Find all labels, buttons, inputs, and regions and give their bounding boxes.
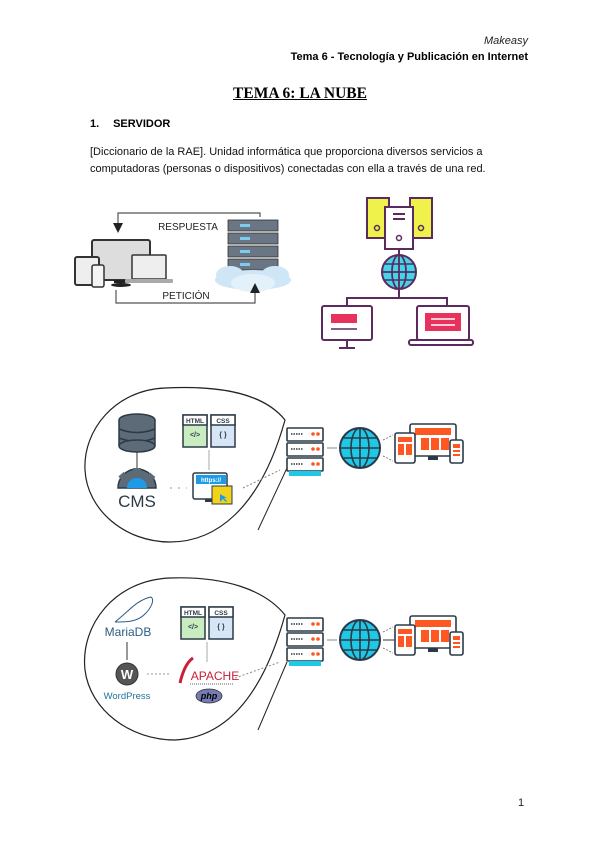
css-label: CSS (214, 610, 228, 617)
server-stack-icon (286, 427, 324, 476)
zoom-bubble (84, 386, 286, 543)
request-arrow (115, 283, 260, 304)
request-label: PETICIÓN (162, 289, 209, 302)
wordpress-stack-diagram: MariaDB W WordPress HTML </> CSS { } APA… (83, 577, 464, 741)
html-label: HTML (186, 418, 204, 425)
globe-icon (339, 619, 381, 661)
php-logo: php (195, 688, 223, 704)
html-file-icon: HTML </> (182, 414, 208, 448)
laptop-icon (408, 305, 474, 346)
section-title: SERVIDOR (113, 118, 171, 130)
zoom-bubble (83, 577, 286, 741)
mariadb-logo: MariaDB (105, 596, 154, 639)
php-label: php (200, 691, 218, 701)
header-brand: Makeasy (483, 35, 528, 47)
definition-paragraph: [Diccionario de la RAE]. Unidad informát… (90, 146, 486, 175)
page-number: 1 (518, 797, 525, 809)
mariadb-label: MariaDB (105, 625, 152, 639)
desktop-icon (321, 305, 373, 349)
css-file-icon: CSS { } (210, 414, 236, 448)
url-label: https:// (201, 478, 221, 484)
response-label: RESPUESTA (158, 222, 218, 233)
server-stack-icon (286, 617, 324, 666)
cms-gear-icon (117, 468, 157, 489)
globe-icon (381, 254, 417, 290)
client-server-diagram: RESPUESTA PETICIÓN (74, 212, 291, 304)
html-glyph: </> (188, 624, 198, 631)
css-file-icon: CSS { } (208, 606, 234, 640)
devices-icon (74, 239, 173, 288)
html-file-icon: HTML </> (180, 606, 206, 640)
globe-icon (339, 427, 381, 469)
network-diagram (321, 197, 474, 349)
responsive-devices-icon (394, 423, 464, 464)
html-glyph: </> (190, 432, 200, 439)
web-browser-icon: https:// (192, 472, 233, 505)
header-subtitle: Tema 6 - Tecnología y Publicación en Int… (290, 51, 528, 63)
wordpress-label: WordPress (104, 691, 151, 702)
cloud-icon (215, 266, 291, 292)
section-heading: 1. SERVIDOR (90, 118, 170, 130)
section-number: 1. (90, 118, 100, 130)
wordpress-logo: W WordPress (104, 662, 151, 702)
server-tower-icon (366, 197, 433, 250)
svg-text:W: W (121, 667, 134, 682)
css-glyph: { } (217, 624, 225, 631)
css-label: CSS (216, 418, 230, 425)
apache-label: APACHE (191, 669, 239, 683)
response-arrow (113, 212, 261, 233)
apache-logo: APACHE (178, 656, 239, 685)
page-title: TEMA 6: LA NUBE (233, 85, 367, 102)
database-icon (118, 413, 156, 453)
html-label: HTML (184, 610, 202, 617)
css-glyph: { } (219, 432, 227, 439)
cms-label: CMS (118, 492, 156, 511)
responsive-devices-icon (394, 615, 464, 656)
cms-workflow-diagram: CMS HTML </> CSS { } https:// (84, 386, 464, 543)
